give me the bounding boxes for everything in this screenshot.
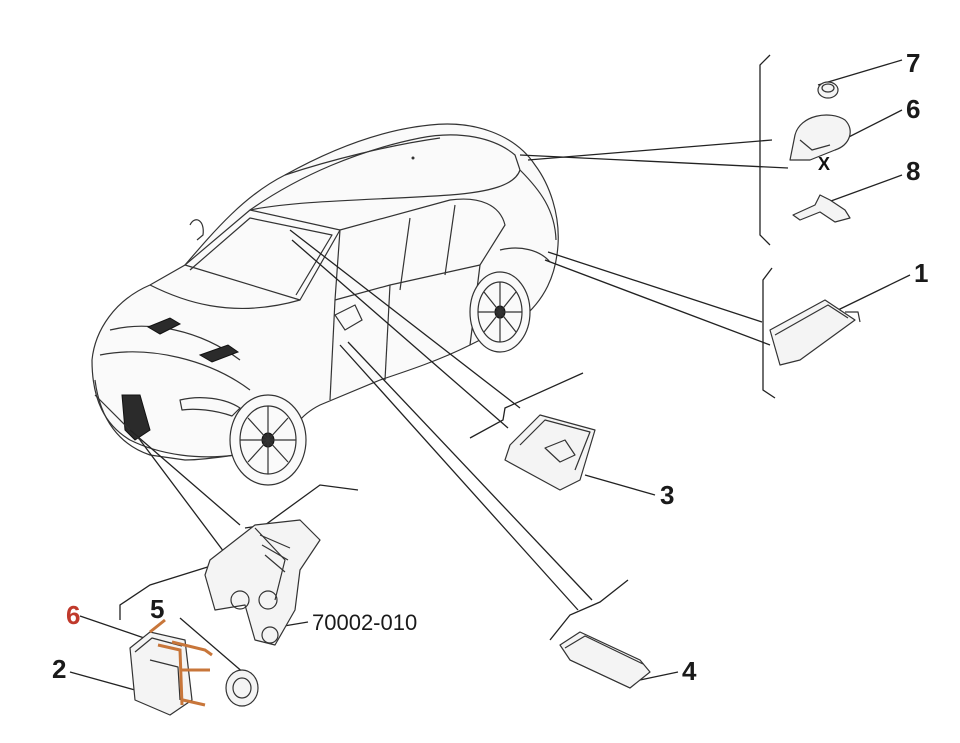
part-number-label: 70002-010 — [312, 610, 417, 635]
hood-vent-left — [146, 317, 182, 335]
callout-1: 1 — [914, 258, 928, 288]
hood-vent-right — [198, 344, 240, 363]
part-7-grommet — [817, 81, 839, 99]
vehicle-drawing — [91, 123, 559, 486]
part-6-sensor: X — [789, 114, 851, 174]
part-2-radar-unit — [129, 618, 213, 716]
callout-5: 5 — [150, 594, 164, 624]
mounting-bracket — [204, 519, 321, 646]
part-5-connector — [225, 669, 259, 707]
callout-3: 3 — [660, 480, 674, 510]
front-wheel — [229, 394, 307, 486]
part-1-module — [769, 299, 861, 366]
part-4-module — [559, 631, 651, 689]
callout-7: 7 — [906, 48, 920, 78]
callout-8: 8 — [906, 156, 920, 186]
callout-4: 4 — [682, 656, 697, 686]
callout-6-red: 6 — [66, 600, 80, 630]
part-3-module — [504, 414, 596, 491]
part-8-bracket — [792, 194, 851, 223]
rear-wheel — [469, 271, 531, 353]
callout-6: 6 — [906, 94, 920, 124]
svg-text:X: X — [818, 154, 830, 174]
leader-lines — [69, 54, 911, 691]
callout-2: 2 — [52, 654, 66, 684]
orange-bracket — [149, 618, 213, 707]
